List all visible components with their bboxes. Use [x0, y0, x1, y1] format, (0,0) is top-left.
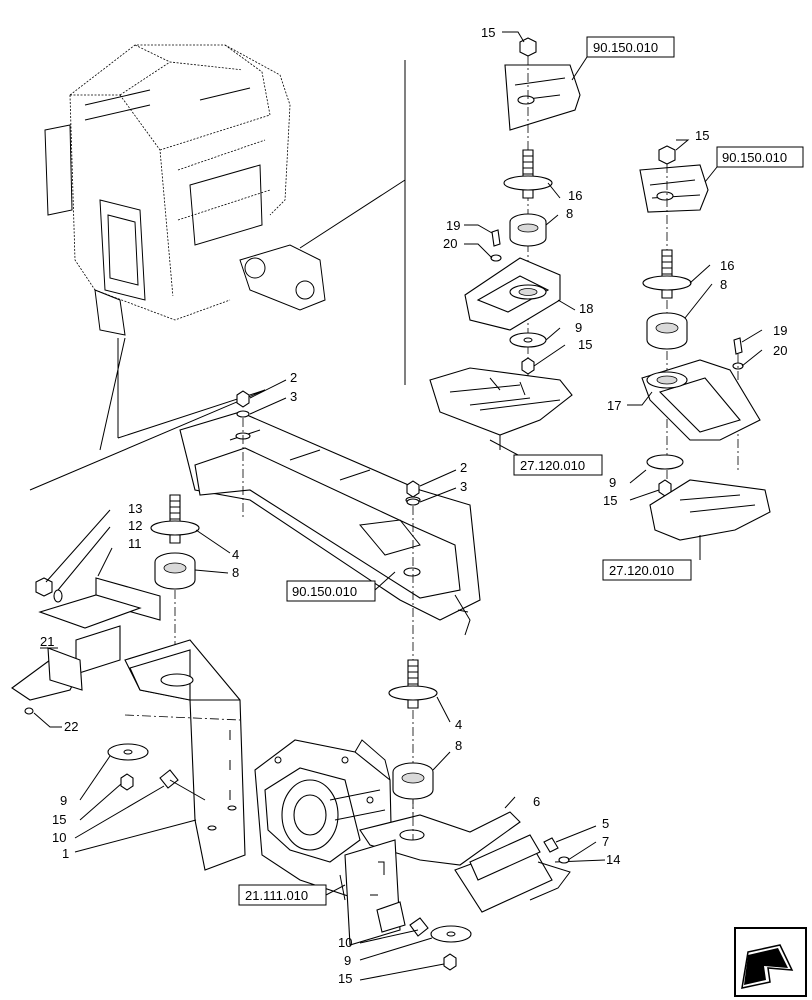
zoom-line-right [299, 60, 406, 385]
ref-label: 90.150.010 [722, 150, 787, 165]
ref-label: 21.111.010 [245, 888, 308, 903]
ref-box-27-120-010[interactable] [513, 454, 603, 476]
callout-18: 18 [579, 301, 593, 316]
ref-label: 90.150.010 [292, 584, 357, 599]
callout-9: 9 [575, 320, 582, 335]
callout-3: 3 [290, 389, 297, 404]
top-center-mount-assembly [429, 31, 581, 456]
cab-frame-overview [44, 44, 326, 336]
callout-15: 15 [695, 128, 709, 143]
callout-16: 16 [720, 258, 734, 273]
ref-box-90-150-010[interactable] [716, 146, 804, 168]
callout-10: 10 [52, 830, 66, 845]
callout-10: 10 [338, 935, 352, 950]
callout-5: 5 [602, 816, 609, 831]
callout-8: 8 [720, 277, 727, 292]
callout-3: 3 [460, 479, 467, 494]
callout-7: 7 [602, 834, 609, 849]
callout-19: 19 [773, 323, 787, 338]
callout-16: 16 [568, 188, 582, 203]
ref-box-90-150-010[interactable] [586, 36, 675, 58]
callout-14: 14 [606, 852, 620, 867]
callout-9: 9 [60, 793, 67, 808]
ref-box-27-120-010[interactable] [602, 559, 692, 581]
callout-2: 2 [290, 370, 297, 385]
ref-box-90-150-010[interactable] [286, 580, 376, 602]
callout-4: 4 [232, 547, 239, 562]
callout-6: 6 [533, 794, 540, 809]
zoom-line-left [29, 337, 266, 491]
ref-label: 27.120.010 [520, 458, 585, 473]
top-right-mount-assembly [627, 139, 771, 555]
callout-9: 9 [344, 953, 351, 968]
callout-19: 19 [446, 218, 460, 233]
left-bracket-assembly [11, 494, 246, 871]
callout-15: 15 [338, 971, 352, 986]
callout-15: 15 [481, 25, 495, 40]
callout-20: 20 [443, 236, 457, 251]
callout-2: 2 [460, 460, 467, 475]
callout-8: 8 [455, 738, 462, 753]
callout-15: 15 [52, 812, 66, 827]
callout-8: 8 [232, 565, 239, 580]
transmission-housing-assembly [254, 659, 606, 981]
callout-17: 17 [607, 398, 621, 413]
ref-label: 90.150.010 [593, 40, 658, 55]
callout-13: 13 [128, 501, 142, 516]
callout-20: 20 [773, 343, 787, 358]
callout-12: 12 [128, 518, 142, 533]
callout-8: 8 [566, 206, 573, 221]
callout-numbers: 15 16 8 19 20 18 9 15 15 16 8 19 20 17 9… [40, 25, 787, 986]
reference-boxes: 90.150.010 90.150.010 27.120.010 27.120.… [238, 36, 804, 906]
callout-4: 4 [455, 717, 462, 732]
callout-21: 21 [40, 634, 54, 649]
callout-1: 1 [62, 846, 69, 861]
callout-15: 15 [603, 493, 617, 508]
cross-member-frame [179, 379, 481, 850]
callout-9: 9 [609, 475, 616, 490]
ref-box-21-111-010[interactable] [238, 884, 327, 906]
callout-11: 11 [128, 536, 142, 551]
arrow-left-down-icon[interactable] [734, 927, 807, 997]
ref-label: 27.120.010 [609, 563, 674, 578]
callout-22: 22 [64, 719, 78, 734]
callout-15: 15 [578, 337, 592, 352]
